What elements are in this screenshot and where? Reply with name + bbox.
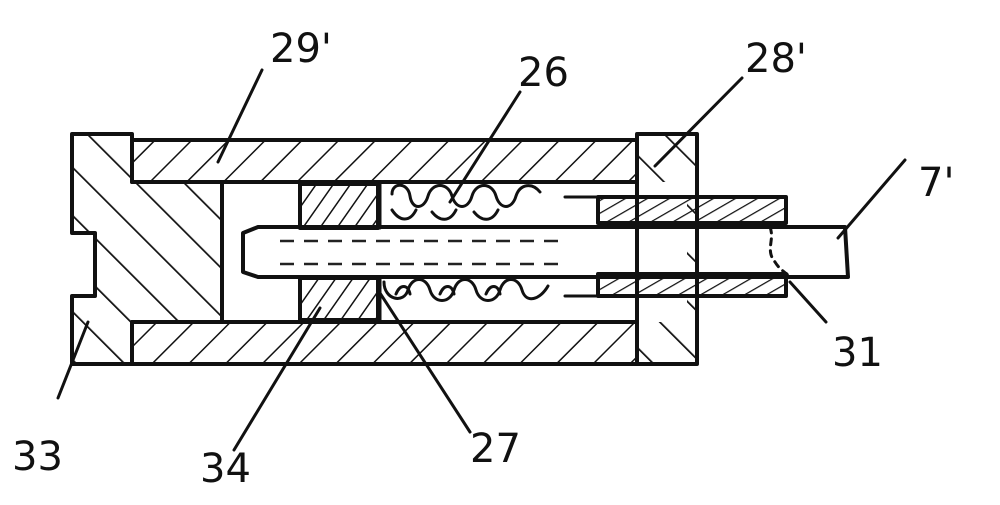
label-26: 26 [518, 50, 569, 96]
label-7: 7' [918, 160, 954, 206]
leader-lines [56, 68, 907, 452]
push-rod [241, 225, 850, 279]
label-29: 29' [270, 26, 332, 72]
label-28: 28' [745, 36, 807, 82]
housing-outer-tube [130, 138, 639, 366]
housing-cavity [220, 180, 639, 324]
guide-sleeve [563, 195, 788, 298]
label-34: 34 [200, 446, 251, 492]
label-33: 33 [12, 434, 63, 480]
right-end-cap [635, 132, 699, 366]
reference-labels: 29' 26 28' 7' 31 33 34 27 [12, 26, 954, 492]
label-27: 27 [470, 426, 521, 472]
coil-spring [378, 182, 550, 322]
seal-rings [298, 182, 380, 322]
left-end-plug [70, 132, 224, 366]
label-31: 31 [832, 330, 883, 376]
